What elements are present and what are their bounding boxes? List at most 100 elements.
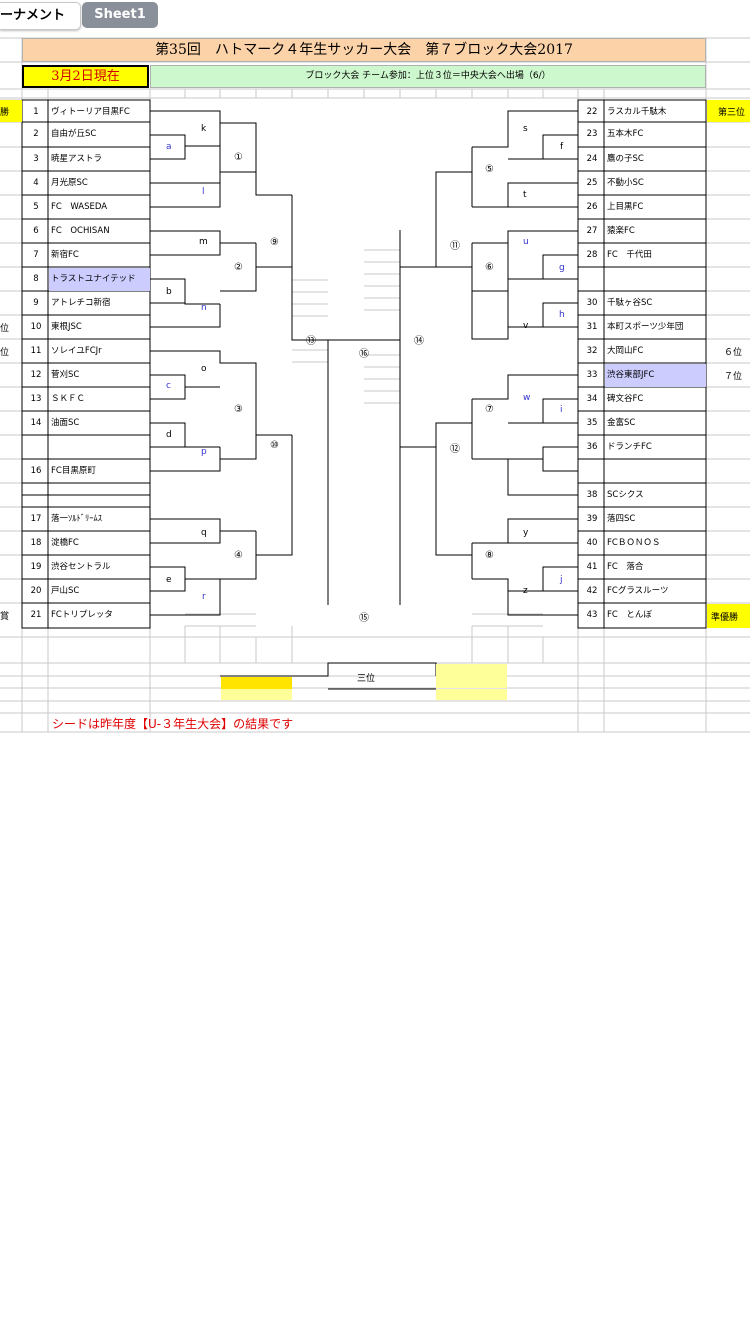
team-number: 10 — [30, 322, 42, 332]
team-number: 23 — [586, 129, 598, 139]
rank-cell-third: 第三位 — [707, 100, 750, 122]
match-label: o — [201, 364, 207, 374]
team-number: 25 — [586, 178, 598, 188]
match-label: y — [523, 528, 529, 538]
team-name[interactable]: FCＢＯＮＯＳ — [607, 538, 661, 548]
team-name[interactable]: FC目黒原町 — [51, 466, 96, 476]
team-name[interactable]: SCシクス — [607, 490, 644, 500]
team-number: 6 — [33, 226, 39, 236]
match-label: d — [166, 430, 172, 440]
team-name[interactable]: ラスカル千駄木 — [607, 107, 667, 117]
team-number: 12 — [30, 370, 42, 380]
team-name[interactable]: 菅刈SC — [51, 370, 80, 380]
footnote: シードは昨年度【U-３年生大会】の結果です — [52, 717, 294, 731]
team-name[interactable]: 鷹の子SC — [607, 154, 644, 164]
team-name[interactable]: 五本木FC — [607, 129, 644, 139]
team-number: 21 — [30, 610, 42, 620]
team-name[interactable]: FC とんぼ — [607, 610, 652, 620]
team-number: 14 — [30, 418, 42, 428]
team-name[interactable]: FCトリプレッタ — [51, 610, 113, 620]
round-number: ⑫ — [450, 444, 460, 455]
match-label: t — [523, 190, 527, 200]
team-name[interactable]: 自由が丘SC — [51, 129, 97, 139]
team-name[interactable]: 落一ｿﾙﾄﾞﾘｰﾑｽ — [51, 514, 103, 524]
team-number: 43 — [586, 610, 598, 620]
team-name[interactable]: 落四SC — [607, 514, 636, 524]
team-number: 27 — [586, 226, 598, 236]
team-name[interactable]: ヴィトーリア目黒FC — [51, 107, 130, 117]
team-number: 36 — [586, 442, 598, 452]
match-label: f — [560, 142, 564, 152]
round-number: ⑧ — [485, 550, 494, 561]
team-name[interactable]: トラストユナイテッド — [51, 274, 136, 284]
team-number: 8 — [33, 274, 39, 284]
team-name[interactable]: ドランチFC — [607, 442, 652, 452]
team-name[interactable]: 渋谷東部JFC — [607, 370, 655, 380]
team-number: 30 — [586, 298, 598, 308]
team-name[interactable]: FC 千代田 — [607, 250, 652, 260]
team-number: 9 — [33, 298, 39, 308]
team-number: 41 — [586, 562, 598, 572]
team-name[interactable]: 猿楽FC — [607, 226, 635, 236]
team-name[interactable]: FC OCHISAN — [51, 226, 110, 236]
team-name[interactable]: 上目黒FC — [607, 202, 644, 212]
team-number: 19 — [30, 562, 42, 572]
third-place-slot — [436, 664, 507, 688]
round-number: ⑨ — [270, 237, 279, 248]
team-name[interactable]: アトレチコ新宿 — [51, 298, 111, 308]
team-name[interactable]: ＳＫＦＣ — [51, 394, 86, 404]
match-label: n — [201, 303, 207, 313]
round-number: ⑯ — [359, 349, 369, 360]
team-name[interactable]: 暁星アストラ — [51, 154, 103, 164]
round-number: ⑩ — [270, 440, 279, 451]
team-name[interactable]: 金富SC — [607, 418, 636, 428]
team-name[interactable]: 本町スポーツ少年団 — [607, 322, 684, 332]
rank-label: ６位 — [724, 348, 743, 358]
round-number: ⑤ — [485, 164, 494, 175]
team-name[interactable]: FC WASEDA — [51, 202, 108, 212]
team-number: 42 — [586, 586, 598, 596]
team-name[interactable]: 不動小SC — [607, 178, 644, 188]
team-name[interactable]: 淀橋FC — [51, 538, 79, 548]
team-name[interactable]: FCグラスルーツ — [607, 586, 669, 596]
team-number: 33 — [586, 370, 598, 380]
round-number: ④ — [234, 550, 243, 561]
team-number: 13 — [30, 394, 42, 404]
team-name[interactable]: 油面SC — [51, 418, 80, 428]
team-name[interactable]: 東根JSC — [51, 322, 82, 332]
team-name[interactable]: 月光原SC — [51, 178, 88, 188]
team-name[interactable]: 碑文谷FC — [607, 394, 644, 404]
team-number: 17 — [30, 514, 42, 524]
match-label: b — [166, 287, 172, 297]
team-number: 28 — [586, 250, 598, 260]
team-number: 39 — [586, 514, 598, 524]
match-label: p — [201, 447, 207, 457]
team-name[interactable]: 大岡山FC — [607, 346, 644, 356]
match-label: m — [199, 237, 208, 247]
team-name[interactable]: 新宿FC — [51, 250, 79, 260]
round-number: ② — [234, 262, 243, 273]
rank-label: 位 — [0, 324, 10, 334]
team-number: 22 — [586, 107, 598, 117]
rank-label: 第三位 — [718, 108, 746, 118]
team-name[interactable]: 千駄ヶ谷SC — [607, 298, 653, 308]
team-name[interactable]: 渋谷セントラル — [51, 562, 111, 572]
match-label: i — [560, 405, 563, 415]
tab-tournament[interactable]: ーナメント — [0, 2, 81, 30]
team-name[interactable]: 戸山SC — [51, 586, 80, 596]
rank-cell-runnerup: 準優勝 — [707, 604, 750, 628]
team-name[interactable]: ソレイユFCJr — [51, 346, 102, 356]
team-number: 5 — [33, 202, 39, 212]
match-label: a — [166, 142, 172, 152]
match-label: w — [523, 393, 531, 403]
team-number: 34 — [586, 394, 598, 404]
rank-label: ７位 — [724, 372, 743, 382]
round-number: ⑪ — [450, 241, 460, 252]
team-name[interactable]: FC 落合 — [607, 562, 644, 572]
tab-sheet1[interactable]: Sheet1 — [82, 2, 158, 28]
round-number: ⑥ — [485, 262, 494, 273]
team-number: 2 — [33, 129, 39, 139]
team-number: 31 — [586, 322, 598, 332]
team-number: 1 — [33, 107, 39, 117]
team-number: 40 — [586, 538, 598, 548]
